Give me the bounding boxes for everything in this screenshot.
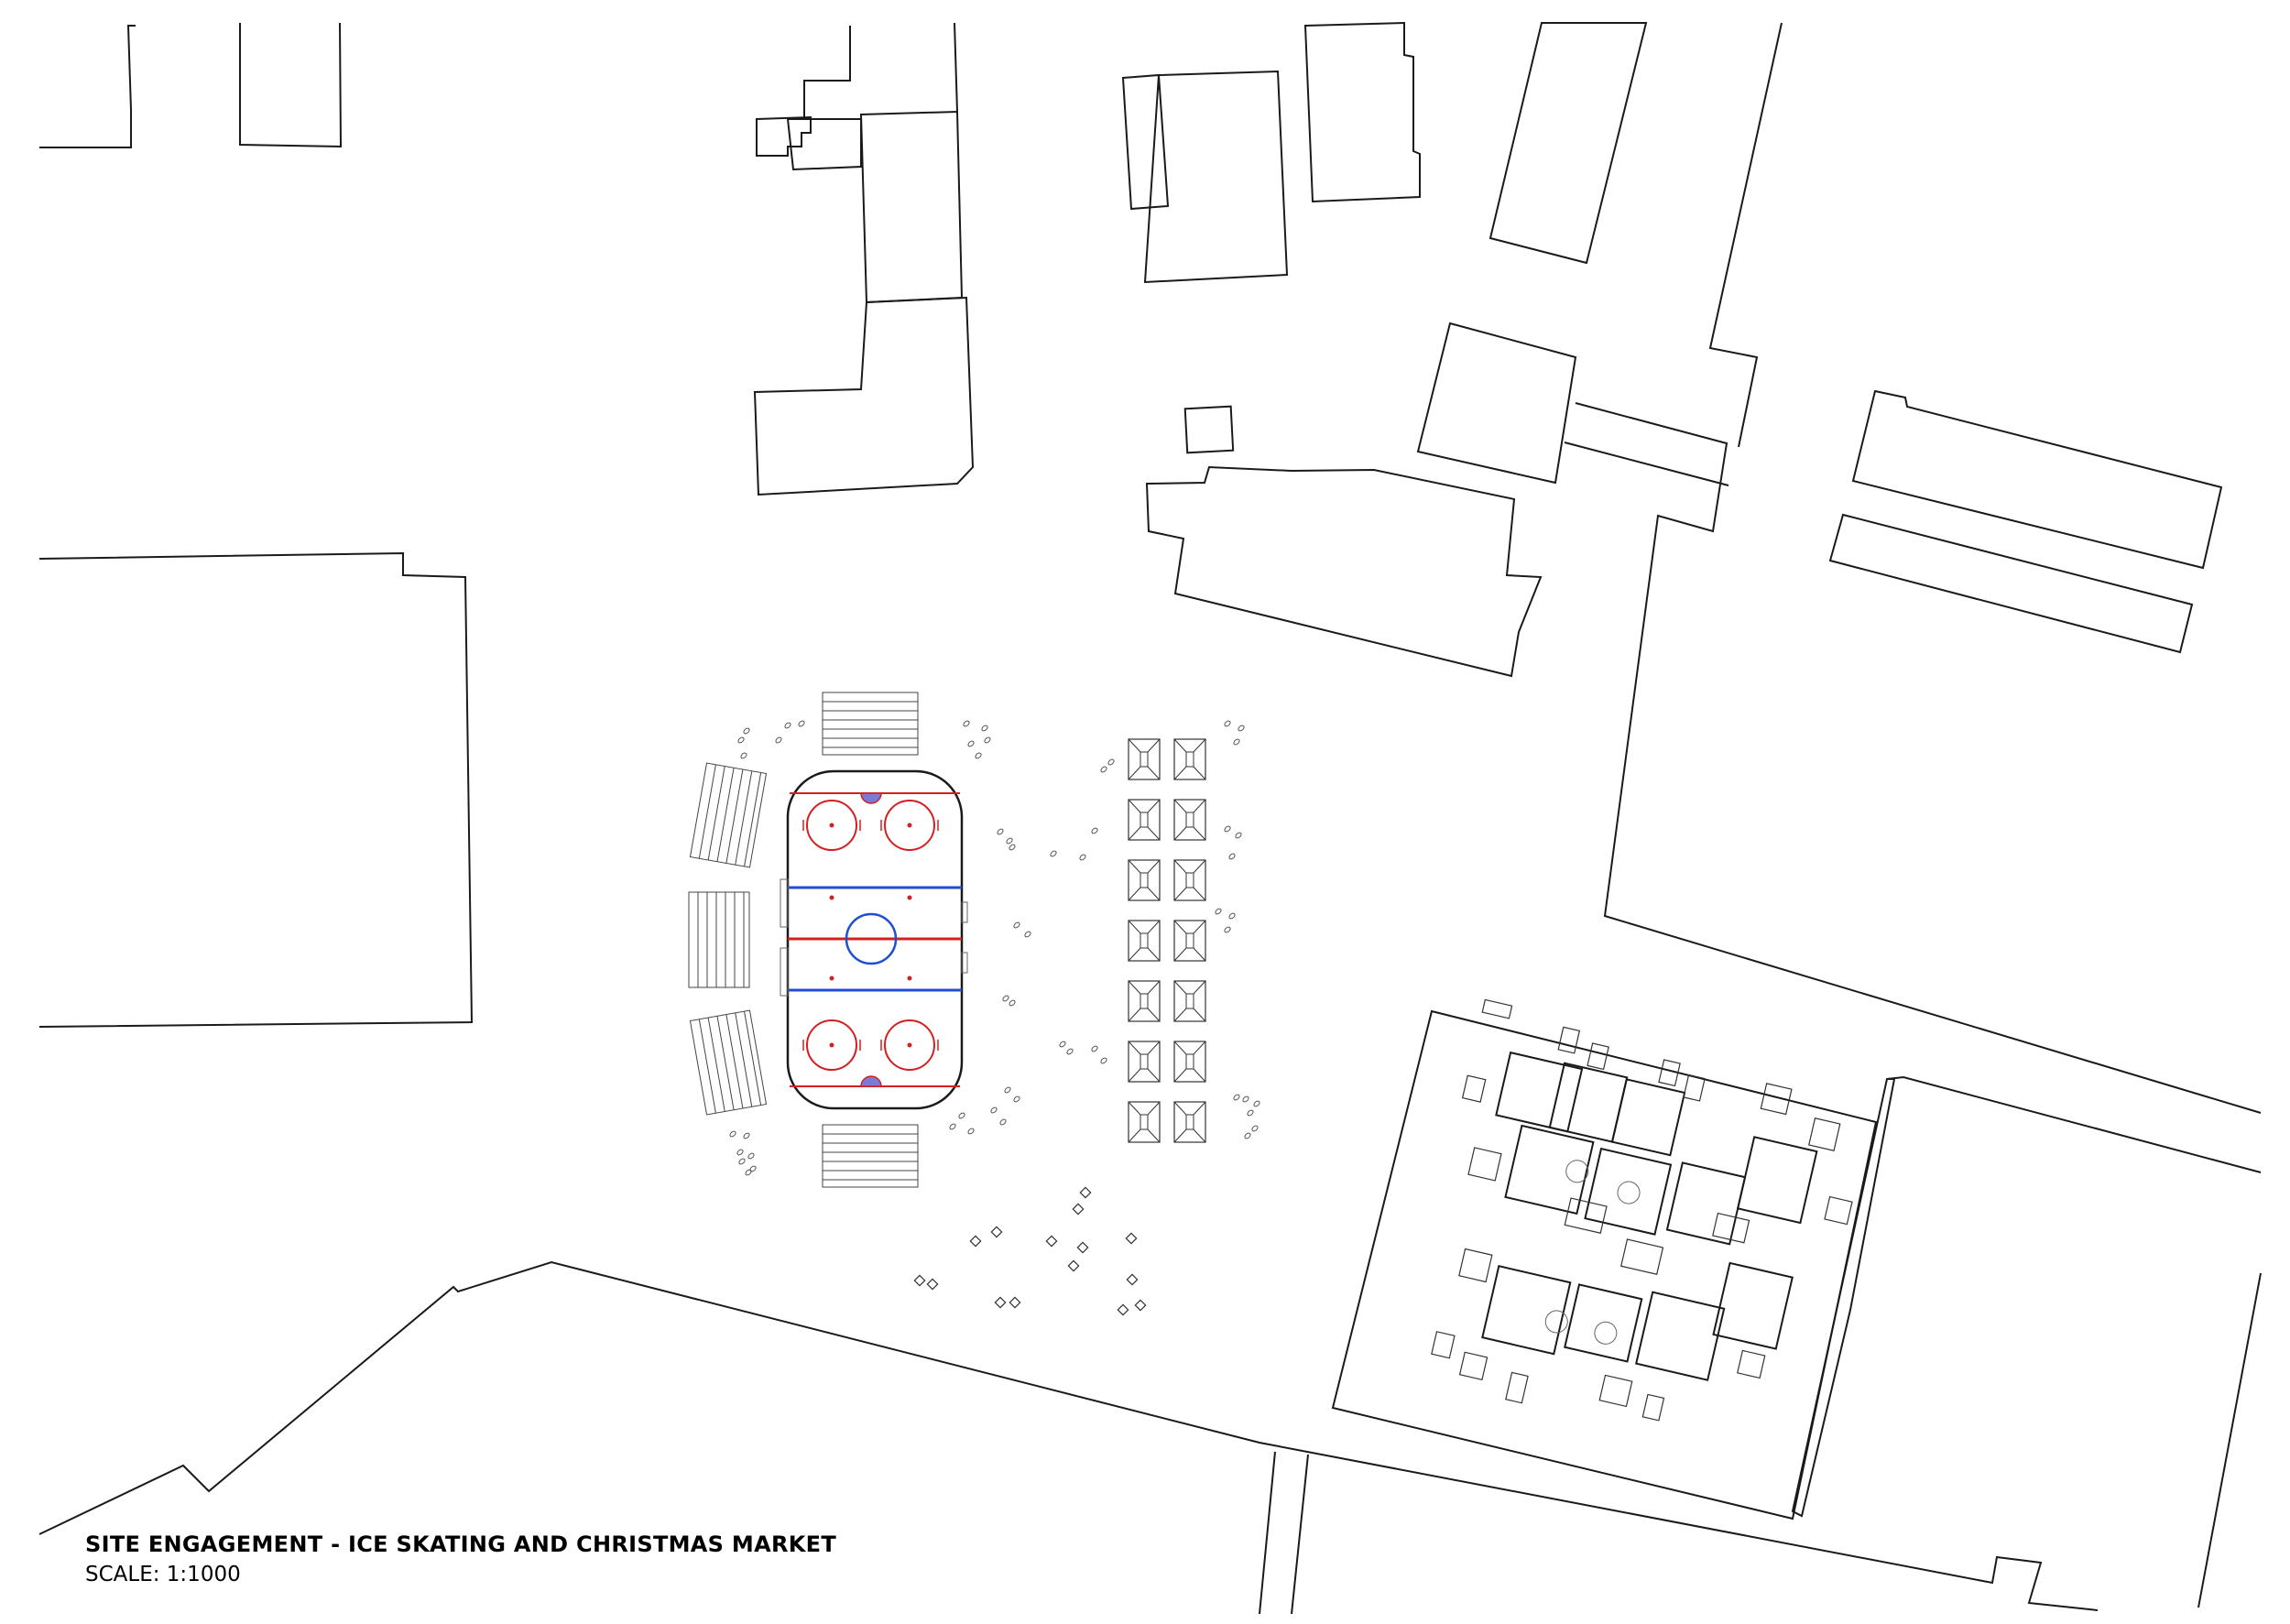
tree-icon	[798, 720, 805, 727]
bench-icon	[1072, 1203, 1085, 1215]
tree-icon	[1100, 766, 1107, 773]
tree-icon	[1100, 1057, 1107, 1064]
market-stall	[1173, 799, 1206, 841]
tree-icon	[997, 828, 1004, 835]
tree-icon	[740, 752, 747, 759]
tree-icon	[1091, 1045, 1098, 1052]
bench-icon	[990, 1226, 1003, 1238]
tree-icon	[1244, 1132, 1251, 1139]
tree-icon	[1224, 926, 1231, 933]
bench-icon	[1125, 1232, 1138, 1245]
market-stall	[1173, 980, 1206, 1022]
tree-icon	[963, 720, 970, 727]
tree-icon	[743, 1132, 750, 1139]
title-block: SITE ENGAGEMENT - ICE SKATING AND CHRIST…	[85, 1531, 836, 1586]
tree-icon	[736, 1149, 744, 1156]
tree-icon	[958, 1112, 965, 1119]
tree-icon	[1233, 738, 1240, 746]
tree-icon	[1242, 1095, 1249, 1103]
tree-icon	[1050, 850, 1057, 857]
bench-icon	[1045, 1235, 1058, 1248]
tree-icon	[1215, 908, 1222, 915]
trees	[729, 720, 1260, 1176]
tree-icon	[1009, 999, 1016, 1007]
tree-icon	[1013, 1095, 1020, 1103]
tree-icon	[1238, 725, 1245, 732]
tree-icon	[1228, 912, 1236, 920]
tree-icon	[1228, 853, 1236, 860]
tree-icon	[747, 1152, 755, 1160]
market-stall	[1128, 1041, 1161, 1083]
bench-icon	[1079, 1186, 1092, 1199]
tree-icon	[1107, 758, 1115, 766]
bench-icon	[1126, 1273, 1139, 1286]
tree-icon	[749, 1165, 757, 1172]
market-stall	[1128, 799, 1161, 841]
market-stall	[1173, 920, 1206, 962]
bench-icon	[1117, 1303, 1129, 1316]
market-stall	[1173, 738, 1206, 780]
tree-icon	[984, 736, 991, 744]
tree-icon	[745, 1169, 752, 1176]
tree-icon	[1251, 1125, 1259, 1132]
market-plaza	[1331, 998, 1878, 1520]
tree-icon	[737, 736, 745, 744]
tree-icon	[784, 722, 791, 729]
market-stall	[1173, 859, 1206, 901]
bench-icon	[994, 1296, 1007, 1309]
market-stall	[1173, 1101, 1206, 1143]
tree-icon	[1235, 832, 1242, 839]
bleachers	[688, 692, 919, 1188]
tree-icon	[1009, 844, 1016, 851]
market-stall	[1128, 738, 1161, 780]
tree-icon	[775, 736, 782, 744]
bench-icon	[1067, 1259, 1080, 1272]
tree-icon	[738, 1158, 746, 1165]
drawing-scale: SCALE: 1:1000	[85, 1563, 241, 1586]
market-stall	[1173, 1041, 1206, 1083]
bench-icon	[926, 1278, 939, 1291]
tree-icon	[1233, 1094, 1240, 1101]
tree-icon	[1059, 1041, 1066, 1048]
ice-rink	[780, 769, 968, 1110]
tree-icon	[743, 727, 750, 735]
tree-icon	[1224, 720, 1231, 727]
bench-seating	[913, 1186, 1147, 1316]
bench-icon	[1134, 1299, 1147, 1312]
tree-icon	[1253, 1100, 1260, 1107]
tree-icon	[1247, 1109, 1254, 1117]
bench-icon	[913, 1274, 926, 1287]
tree-icon	[999, 1118, 1007, 1126]
tree-icon	[975, 752, 982, 759]
buildings	[38, 21, 2262, 1615]
market-stall	[1128, 920, 1161, 962]
tree-icon	[729, 1130, 736, 1138]
market-stall	[1128, 980, 1161, 1022]
drawing-title: SITE ENGAGEMENT - ICE SKATING AND CHRIST…	[85, 1531, 837, 1557]
tree-icon	[967, 1128, 975, 1135]
tree-icon	[1091, 827, 1098, 834]
tree-icon	[1006, 837, 1013, 845]
tree-icon	[1013, 921, 1020, 929]
tree-icon	[1002, 995, 1009, 1002]
tree-icon	[1066, 1048, 1074, 1055]
bench-icon	[969, 1235, 982, 1248]
market-stalls	[1128, 738, 1206, 1143]
market-stall	[1128, 1101, 1161, 1143]
bench-icon	[1076, 1241, 1089, 1254]
tree-icon	[1024, 931, 1031, 938]
tree-icon	[967, 740, 975, 747]
tree-icon	[949, 1123, 956, 1130]
tree-icon	[1004, 1086, 1011, 1094]
tree-icon	[990, 1106, 998, 1114]
bench-icon	[1009, 1296, 1021, 1309]
market-stall	[1128, 859, 1161, 901]
tree-icon	[1079, 854, 1086, 861]
tree-icon	[981, 725, 988, 732]
tree-icon	[1224, 825, 1231, 833]
